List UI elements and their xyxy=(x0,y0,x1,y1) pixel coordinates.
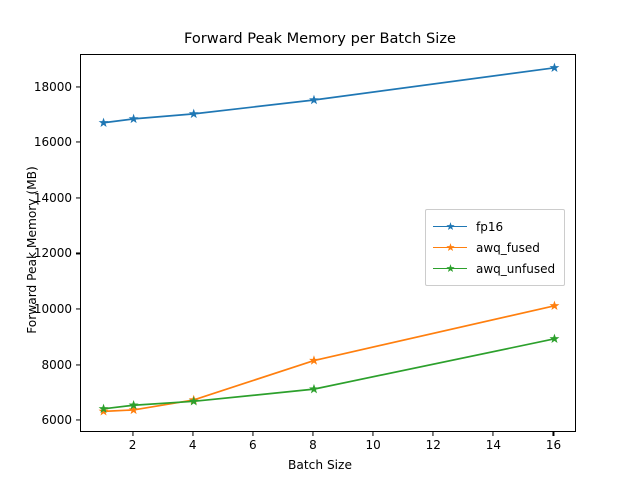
data-point-marker xyxy=(128,404,139,415)
x-tick-label: 8 xyxy=(309,438,317,452)
x-tick-mark xyxy=(252,432,254,436)
y-tick-label: 18000 xyxy=(33,79,72,94)
legend-marker-star-icon xyxy=(446,242,455,251)
y-tick-label: 14000 xyxy=(33,190,72,205)
series-line xyxy=(103,304,555,413)
series-layer xyxy=(98,62,560,416)
legend-label: awq_fused xyxy=(476,240,540,255)
series-fp16 xyxy=(98,62,560,127)
data-point-marker xyxy=(309,94,319,105)
x-tick-mark xyxy=(552,432,554,436)
x-tick-mark xyxy=(132,432,134,436)
x-tick-mark xyxy=(492,432,494,436)
data-point-marker xyxy=(309,383,319,394)
x-tick-mark xyxy=(192,432,194,436)
y-tick-mark xyxy=(76,308,80,310)
y-tick-mark xyxy=(76,141,80,143)
data-point-marker xyxy=(549,62,560,72)
series-awq_unfused xyxy=(98,333,560,414)
data-point-marker xyxy=(309,355,319,365)
legend-swatch xyxy=(433,262,467,276)
y-tick-mark xyxy=(76,363,80,366)
series-awq_fused xyxy=(98,300,560,416)
series-line xyxy=(103,66,555,124)
chart-title: Forward Peak Memory per Batch Size xyxy=(183,30,457,47)
legend-swatch xyxy=(433,220,467,234)
y-tick-label: 8000 xyxy=(41,357,72,372)
x-tick-label: 4 xyxy=(188,438,197,452)
plot-area xyxy=(80,54,576,432)
y-tick-mark xyxy=(76,197,80,199)
x-tick-label: 6 xyxy=(249,438,257,452)
legend-label: fp16 xyxy=(476,219,504,234)
x-tick-label: 16 xyxy=(545,438,562,452)
y-tick-mark xyxy=(76,252,80,254)
x-tick-label: 2 xyxy=(128,438,137,452)
legend-marker-star-icon xyxy=(446,221,455,230)
y-tick-label: 16000 xyxy=(33,135,72,150)
data-point-marker xyxy=(98,403,109,414)
data-point-marker xyxy=(549,333,560,344)
data-point-marker xyxy=(128,400,139,410)
legend: fp16 awq_fused awq_unfused xyxy=(425,209,566,286)
data-point-marker xyxy=(98,117,109,127)
legend-swatch xyxy=(433,241,467,255)
x-tick-label: 14 xyxy=(485,438,501,452)
y-tick-label: 10000 xyxy=(33,301,72,316)
x-tick-mark xyxy=(432,432,434,436)
legend-item-awq_unfused: awq_unfused xyxy=(433,258,555,279)
legend-marker-star-icon xyxy=(446,263,455,272)
series-line xyxy=(103,338,555,410)
x-tick-mark xyxy=(372,432,374,436)
x-tick-label: 12 xyxy=(425,438,441,452)
data-point-marker xyxy=(128,113,139,124)
data-point-marker xyxy=(549,300,560,310)
data-point-marker xyxy=(188,396,199,406)
data-point-marker xyxy=(188,108,199,119)
x-tick-label: 10 xyxy=(365,438,381,452)
y-tick-mark xyxy=(76,86,80,88)
y-tick-label: 6000 xyxy=(41,413,72,428)
legend-item-awq_fused: awq_fused xyxy=(433,237,555,258)
legend-label: awq_unfused xyxy=(476,261,556,276)
legend-item-fp16: fp16 xyxy=(433,216,555,237)
y-tick-label: 12000 xyxy=(33,246,72,261)
x-tick-mark xyxy=(312,432,314,436)
x-axis-label: Batch Size xyxy=(288,458,352,472)
y-tick-mark xyxy=(76,419,80,421)
